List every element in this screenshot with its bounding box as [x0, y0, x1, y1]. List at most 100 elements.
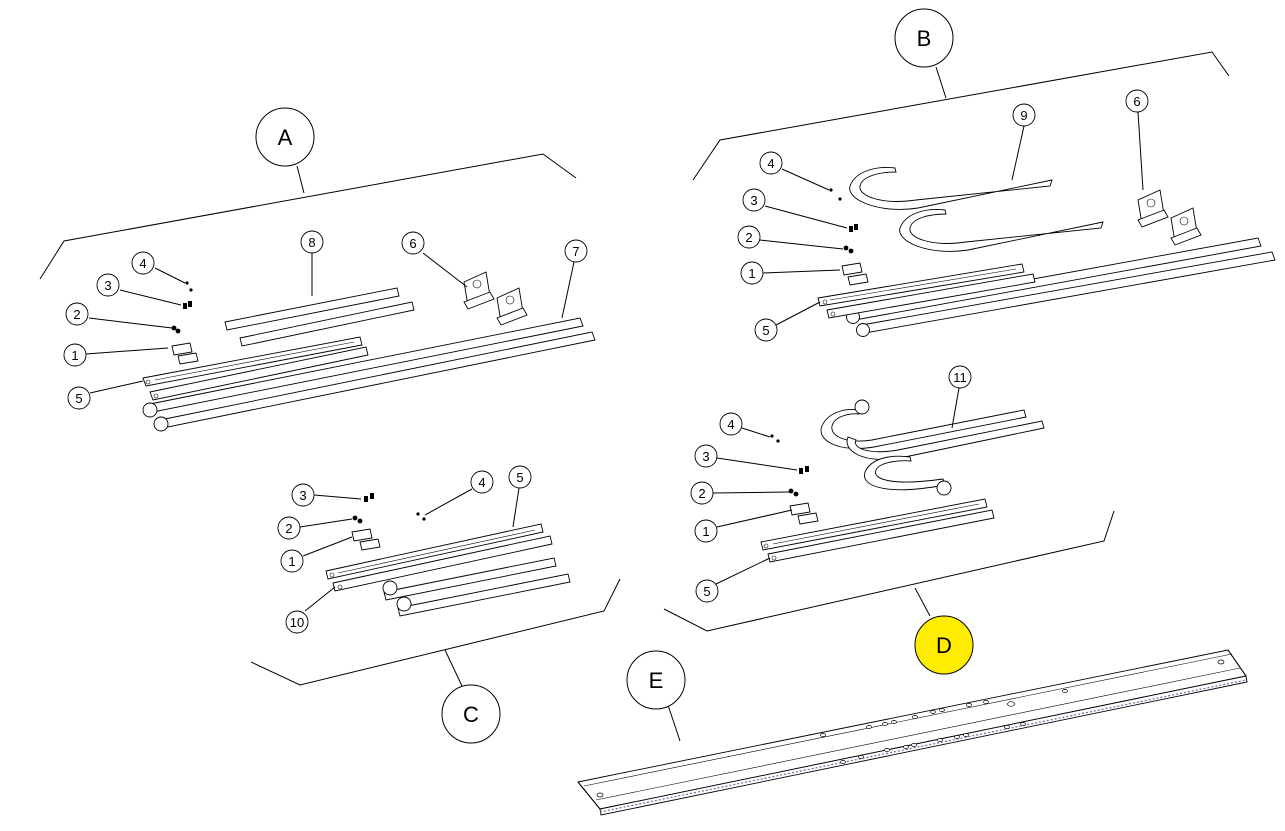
- rod-fitting: [153, 416, 169, 432]
- pin: [838, 197, 842, 201]
- callout[interactable]: 10: [285, 610, 309, 634]
- svg-text:3: 3: [702, 449, 709, 464]
- callout[interactable]: 4: [719, 412, 743, 436]
- svg-text:1: 1: [71, 348, 78, 363]
- nut: [843, 245, 849, 251]
- svg-text:4: 4: [767, 156, 774, 171]
- screw: [854, 224, 858, 230]
- pad: [359, 538, 381, 551]
- svg-text:5: 5: [762, 323, 769, 338]
- callout[interactable]: 11: [948, 365, 972, 389]
- group-b-bracket: [692, 51, 1230, 181]
- group-e-label-circle[interactable]: E: [626, 650, 686, 710]
- group-a-bracket: [39, 153, 577, 280]
- callout[interactable]: 5: [508, 465, 532, 489]
- group-a-label-circle[interactable]: A: [255, 107, 315, 167]
- rod: [851, 237, 1262, 321]
- group-a: A: [39, 107, 596, 432]
- strip: [239, 301, 415, 347]
- callout[interactable]: 2: [737, 225, 761, 249]
- svg-text:3: 3: [104, 278, 111, 293]
- callout[interactable]: 3: [694, 444, 718, 468]
- svg-text:6: 6: [409, 236, 416, 251]
- callout[interactable]: 2: [277, 516, 301, 540]
- callout[interactable]: 4: [131, 251, 155, 275]
- screw: [799, 468, 803, 474]
- group-d: D: [663, 365, 1115, 675]
- nut: [357, 518, 363, 524]
- j-strip: [849, 167, 1053, 210]
- group-e-label: E: [649, 668, 664, 693]
- callout[interactable]: 6: [1125, 89, 1149, 113]
- svg-text:2: 2: [698, 486, 705, 501]
- group-c-leaders: [299, 487, 520, 612]
- nut: [175, 328, 181, 334]
- group-c-label-circle[interactable]: C: [441, 684, 501, 744]
- callout[interactable]: 5: [67, 386, 91, 410]
- callout[interactable]: 1: [280, 549, 304, 573]
- callout[interactable]: 5: [695, 579, 719, 603]
- strip: [224, 287, 400, 331]
- pin: [185, 281, 189, 285]
- angle-bracket-foot: [496, 307, 528, 326]
- callout[interactable]: 1: [63, 343, 87, 367]
- nut: [793, 491, 799, 497]
- callout[interactable]: 2: [65, 302, 89, 326]
- angle-bracket-foot: [1137, 209, 1169, 228]
- group-b-leaders: [759, 111, 1144, 326]
- callout[interactable]: 5: [754, 318, 778, 342]
- callout[interactable]: 2: [690, 481, 714, 505]
- group-d-bracket: [663, 510, 1115, 632]
- pad: [171, 342, 193, 356]
- group-c-parts: [325, 493, 571, 617]
- flat-bar: [149, 346, 369, 401]
- group-e: E: [577, 649, 1248, 816]
- svg-text:2: 2: [285, 521, 292, 536]
- svg-text:1: 1: [288, 554, 295, 569]
- pin: [770, 434, 774, 438]
- flat-bar: [826, 273, 1036, 319]
- group-b-label: B: [917, 26, 932, 51]
- callout[interactable]: 4: [470, 470, 494, 494]
- callout[interactable]: 3: [291, 483, 315, 507]
- pin: [189, 288, 193, 292]
- callout[interactable]: 3: [742, 188, 766, 212]
- svg-text:2: 2: [73, 307, 80, 322]
- flat-bar: [332, 535, 553, 592]
- callout[interactable]: 9: [1012, 103, 1036, 127]
- callout[interactable]: 7: [564, 239, 588, 263]
- group-d-label-circle[interactable]: D: [914, 615, 974, 675]
- svg-text:5: 5: [516, 470, 523, 485]
- screw: [805, 466, 809, 472]
- pad: [351, 528, 373, 542]
- callout[interactable]: 1: [740, 261, 764, 285]
- nut: [788, 488, 794, 494]
- fitting-bar: [397, 573, 571, 617]
- svg-text:8: 8: [308, 235, 315, 250]
- group-a-leaders: [85, 252, 575, 394]
- rod: [861, 251, 1276, 334]
- group-d-parts: [760, 399, 1045, 563]
- screw: [849, 226, 853, 232]
- group-b-parts: [817, 167, 1276, 337]
- svg-text:4: 4: [139, 256, 146, 271]
- pad: [841, 262, 863, 276]
- svg-text:5: 5: [703, 584, 710, 599]
- group-c-label: C: [463, 702, 479, 727]
- callout[interactable]: 4: [759, 151, 783, 175]
- pin: [776, 439, 780, 443]
- fitting: [382, 580, 398, 596]
- rod-fitting: [142, 402, 158, 418]
- svg-text:4: 4: [478, 475, 485, 490]
- callout[interactable]: 3: [96, 273, 120, 297]
- svg-text:2: 2: [745, 230, 752, 245]
- group-d-callouts: 4 3 2 1 5 11: [690, 365, 972, 603]
- callout[interactable]: 8: [300, 230, 324, 254]
- nut: [171, 325, 177, 331]
- u-tube-lower: [864, 455, 946, 491]
- svg-text:3: 3: [750, 193, 757, 208]
- group-b-label-circle[interactable]: B: [894, 8, 954, 68]
- callout[interactable]: 1: [694, 519, 718, 543]
- callout[interactable]: 6: [401, 231, 425, 255]
